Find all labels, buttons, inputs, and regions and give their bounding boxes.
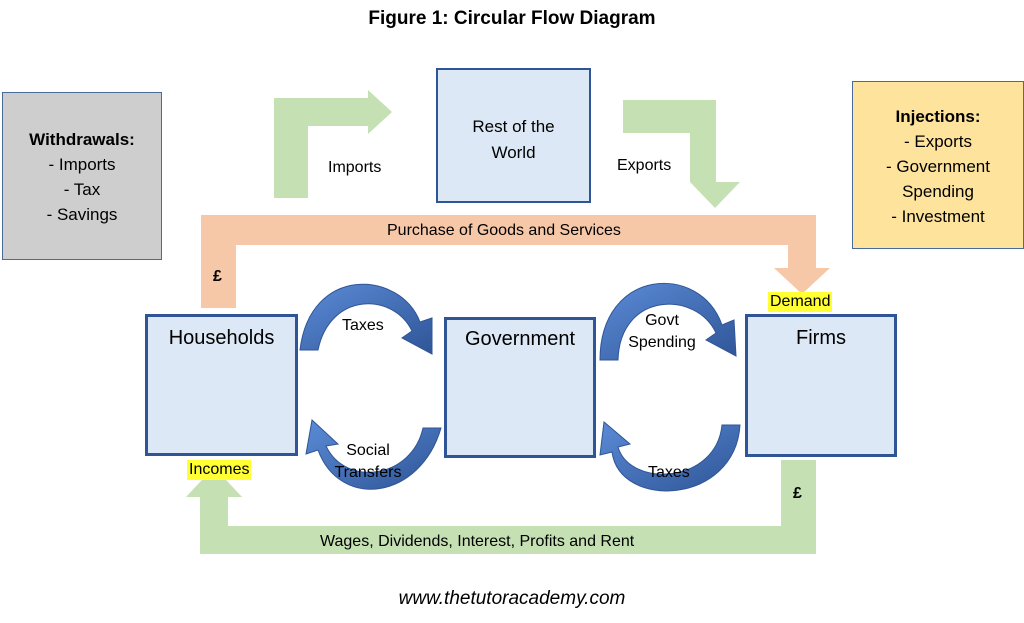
taxes-firms-curve — [599, 421, 741, 492]
pound-sign-firms: £ — [793, 485, 802, 502]
pound-sign-households: £ — [213, 268, 222, 285]
injections-item: - Exports — [903, 132, 973, 151]
purchase-flow-arrow — [201, 215, 830, 308]
footer-url: www.thetutoracademy.com — [398, 588, 626, 609]
incomes-highlight: Incomes — [187, 460, 252, 480]
figure-title: Figure 1: Circular Flow Diagram — [368, 8, 656, 29]
withdrawals-item: - Savings — [46, 205, 118, 224]
social-transfers-label: Social Transfers — [328, 440, 408, 484]
injections-item: - Investment — [891, 207, 985, 226]
households-node: Households — [145, 314, 298, 456]
govt-spending-label: Govt Spending — [622, 310, 702, 354]
imports-label: Imports — [328, 159, 382, 176]
injections-item: Spending — [902, 182, 974, 201]
govt-spending-curve — [599, 282, 737, 361]
firms-node: Firms — [745, 314, 897, 457]
taxes-firms-label: Taxes — [648, 464, 690, 481]
rest-of-world-label-line2: World — [491, 143, 536, 162]
social-transfers-line2: Transfers — [334, 464, 402, 481]
withdrawals-box: Withdrawals: - Imports - Tax - Savings — [2, 92, 162, 260]
firms-label: Firms — [796, 327, 846, 349]
govt-spending-line1: Govt — [645, 312, 679, 329]
government-label: Government — [464, 328, 576, 350]
purchase-label: Purchase of Goods and Services — [387, 222, 621, 239]
social-transfers-curve — [305, 419, 442, 490]
withdrawals-item: - Imports — [48, 155, 116, 174]
rest-of-world-label-line1: Rest of the — [472, 117, 555, 136]
taxes-household-curve — [299, 283, 433, 355]
rest-of-world-box: Rest of the World — [436, 68, 591, 203]
injections-item: - Government — [886, 157, 990, 176]
taxes-households-label: Taxes — [342, 317, 384, 334]
demand-highlight: Demand — [768, 292, 833, 312]
withdrawals-heading: Withdrawals: — [29, 130, 135, 149]
imports-arrow — [274, 90, 392, 198]
withdrawals-item: - Tax — [63, 180, 101, 199]
exports-arrow — [623, 100, 740, 208]
wages-flow-arrow — [186, 460, 816, 554]
households-label: Households — [168, 327, 275, 349]
wages-label: Wages, Dividends, Interest, Profits and … — [320, 533, 635, 550]
social-transfers-line1: Social — [346, 442, 390, 459]
injections-heading: Injections: — [895, 107, 981, 126]
govt-spending-line2: Spending — [628, 334, 696, 351]
government-node: Government — [444, 317, 596, 458]
exports-label: Exports — [617, 157, 672, 174]
injections-box: Injections: - Exports - Government Spend… — [852, 81, 1024, 249]
